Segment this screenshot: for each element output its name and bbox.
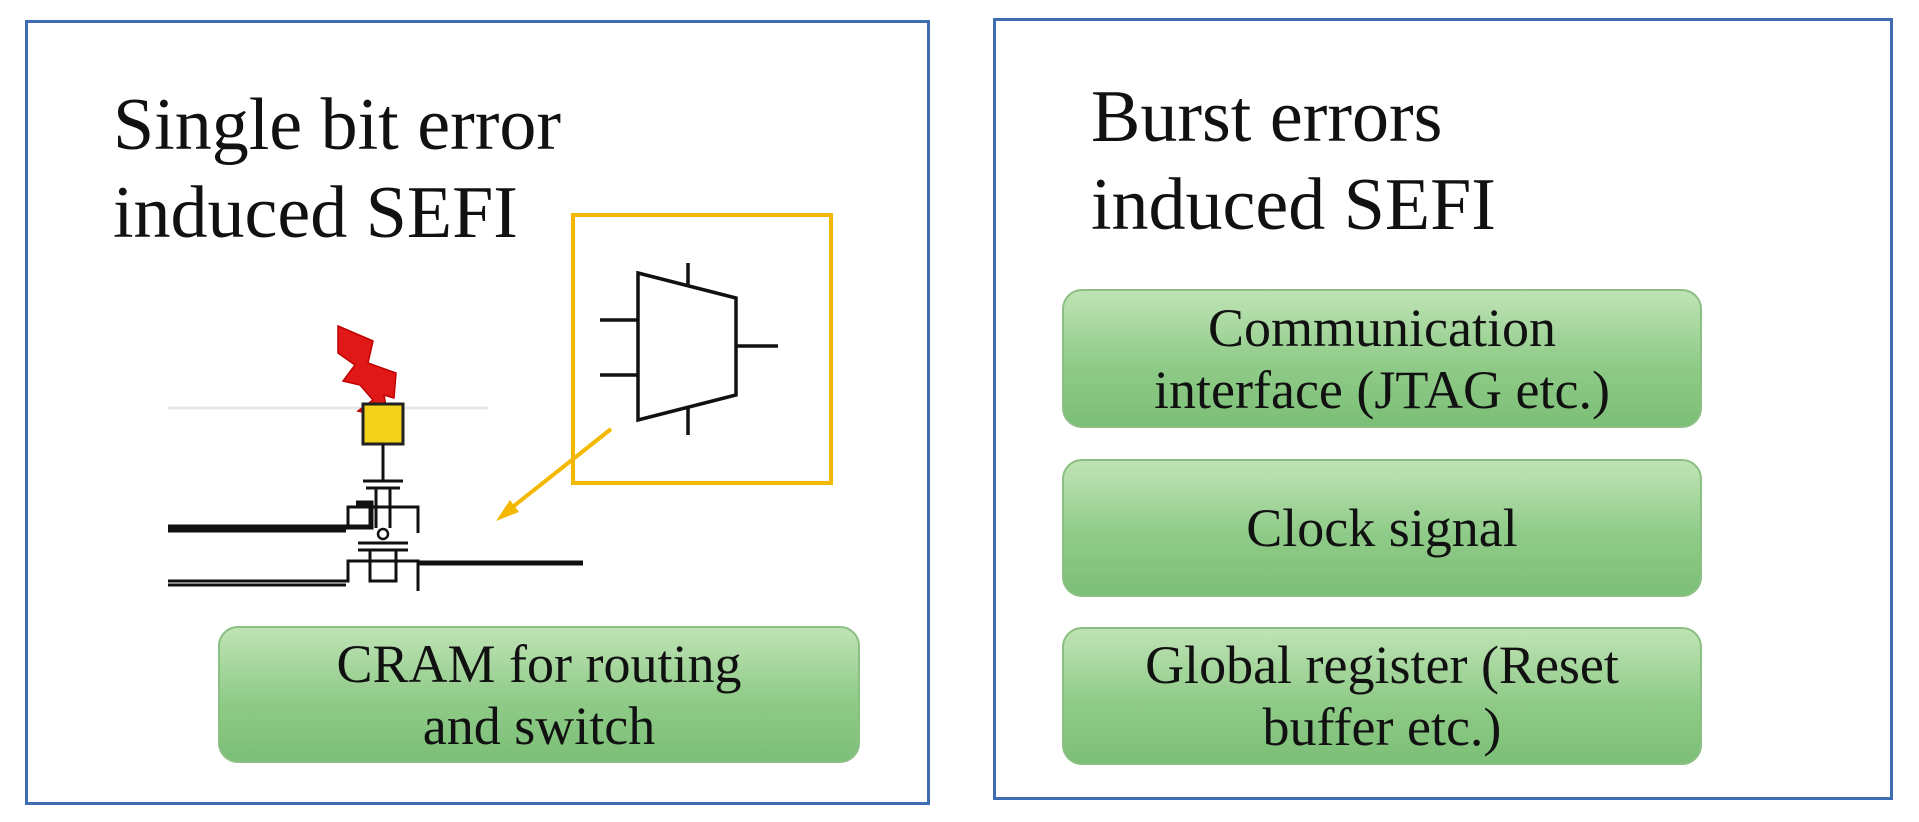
pass-transistor-icon <box>168 444 583 591</box>
multiplexer-icon <box>600 263 778 435</box>
multiplexer-frame <box>571 213 833 485</box>
cram-routing-box: CRAM for routing and switch <box>218 626 860 763</box>
burst-errors-panel: Burst errors induced SEFI Communication … <box>993 18 1893 800</box>
right-title-line2: induced SEFI <box>1091 164 1496 246</box>
right-title-line1: Burst errors <box>1091 76 1443 158</box>
left-panel-title: Single bit error induced SEFI <box>113 81 561 257</box>
clock-signal-box: Clock signal <box>1062 459 1702 597</box>
left-title-line1: Single bit error <box>113 84 562 166</box>
single-bit-error-panel: Single bit error induced SEFI <box>25 20 930 805</box>
global-register-box: Global register (Reset buffer etc.) <box>1062 627 1702 765</box>
communication-interface-box: Communication interface (JTAG etc.) <box>1062 289 1702 428</box>
right-panel-title: Burst errors induced SEFI <box>1091 73 1496 249</box>
arrow-icon <box>496 427 613 521</box>
cram-cell-icon <box>361 402 405 446</box>
routing-switch-diagram <box>168 213 833 591</box>
left-title-line2: induced SEFI <box>113 172 518 254</box>
